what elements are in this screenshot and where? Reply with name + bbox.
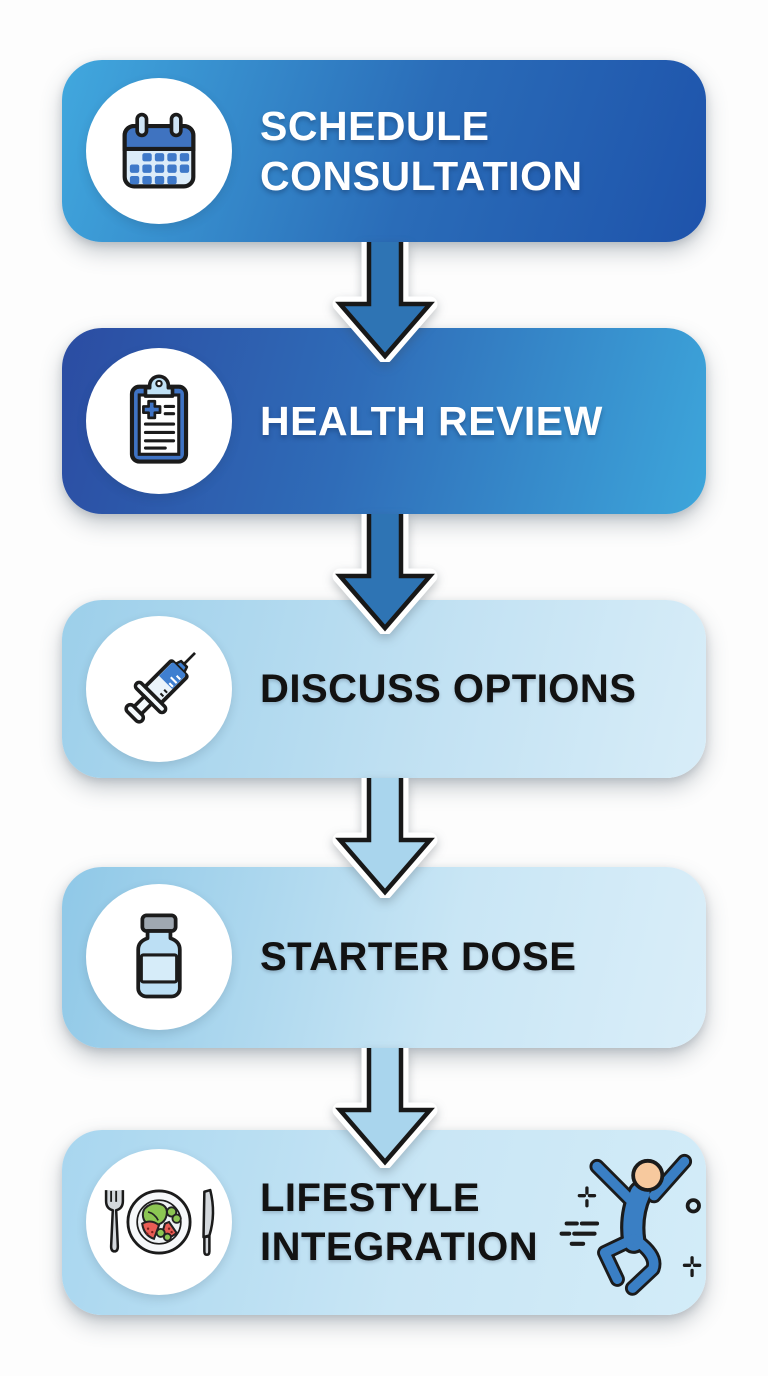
step-icon-badge [86, 1149, 232, 1295]
step-title-line1: SCHEDULE [260, 102, 490, 149]
step-title: DISCUSS OPTIONS [260, 600, 686, 778]
step-title-line1: STARTER DOSE [260, 935, 577, 980]
step-title: STARTER DOSE [260, 867, 686, 1048]
step-title-line1: HEALTH REVIEW [260, 397, 603, 444]
step-title-line2: INTEGRATION [260, 1224, 539, 1269]
step-title: LIFESTYLE INTEGRATION [260, 1130, 686, 1315]
step-title-line1: LIFESTYLE [260, 1175, 481, 1220]
down-arrow-icon [332, 514, 438, 634]
step-schedule-consultation: SCHEDULE CONSULTATION [62, 60, 706, 242]
step-starter-dose: STARTER DOSE [62, 867, 706, 1048]
meal-plate-icon [104, 1188, 215, 1257]
step-icon-badge [86, 78, 232, 224]
step-title: HEALTH REVIEW [260, 328, 686, 514]
down-arrow-icon [332, 1048, 438, 1168]
step-icon-badge [86, 884, 232, 1030]
jumping-person-icon [554, 1142, 706, 1300]
down-arrow-icon [332, 242, 438, 362]
step-icon-badge [86, 616, 232, 762]
down-arrow-icon [332, 778, 438, 898]
step-title: SCHEDULE CONSULTATION [260, 60, 686, 242]
medical-clipboard-icon [129, 374, 189, 464]
syringe-icon [124, 652, 196, 724]
calendar-icon [122, 112, 196, 189]
step-title-line2: CONSULTATION [260, 153, 583, 199]
step-title-line1: DISCUSS OPTIONS [260, 666, 637, 711]
medicine-vial-icon [136, 913, 182, 999]
step-icon-badge [86, 348, 232, 494]
